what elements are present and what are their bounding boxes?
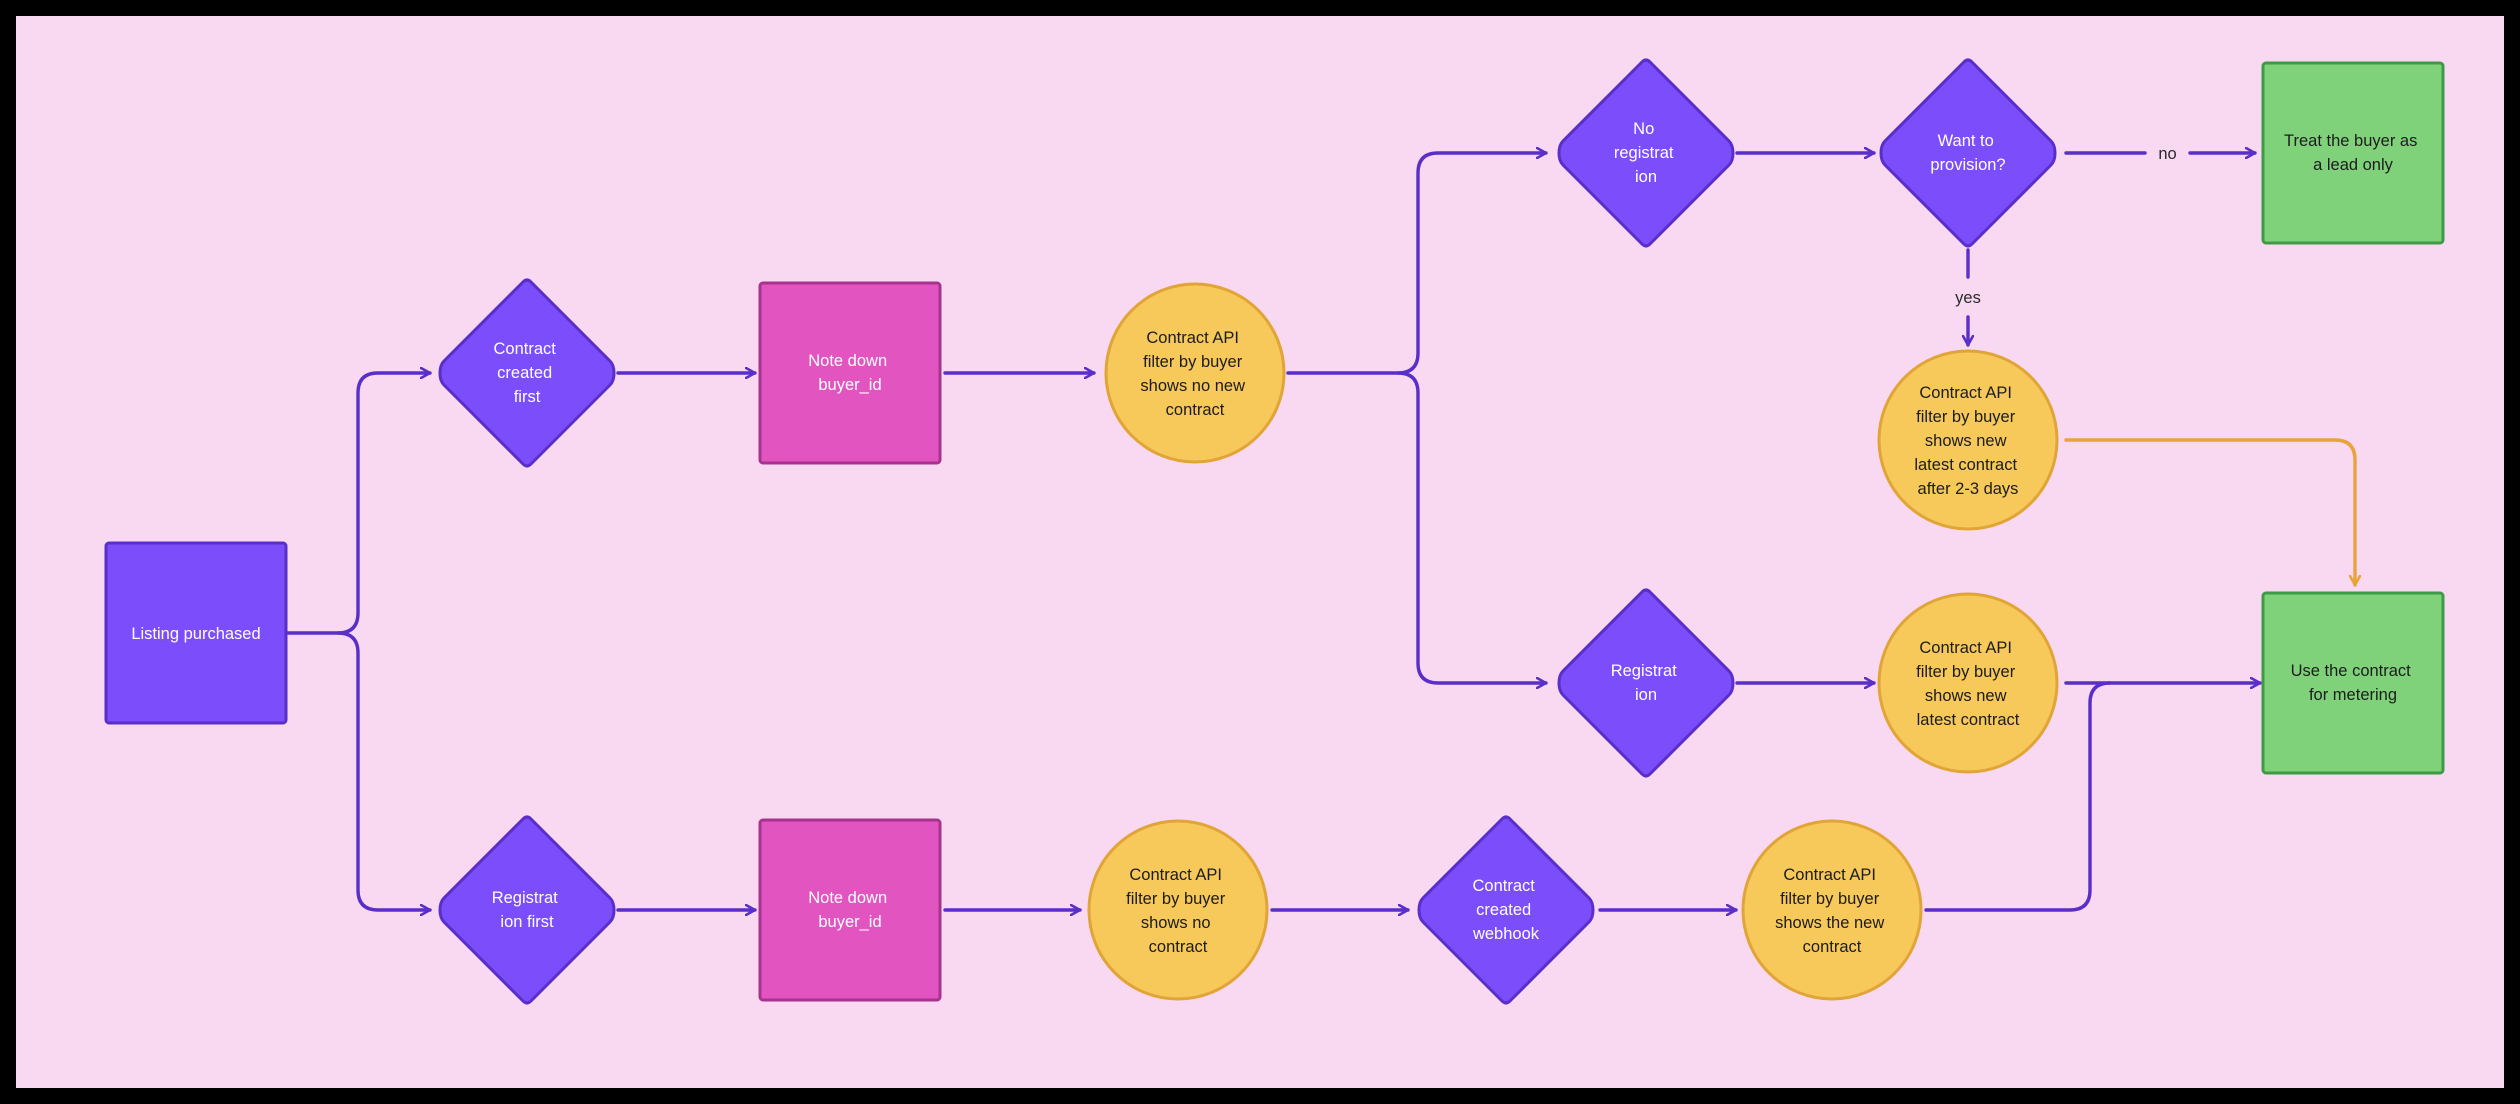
node-contract-api-the-new-contract-label: Contract API filter by buyer shows the n… — [1775, 866, 1889, 956]
edge-contract-api-to-registration — [1396, 371, 1548, 683]
node-contract-api-new-latest: Contract API filter by buyer shows new l… — [1877, 592, 2059, 774]
edge-contract-api-new-to-metering — [1924, 681, 2112, 912]
node-contract-created-webhook-label: Contract created webhook — [1472, 877, 1540, 943]
edge-listing-to-registration-first — [336, 631, 432, 910]
node-note-down-buyer-id-top: Note down buyer_id — [758, 281, 942, 465]
node-contract-api-no-new-contract: Contract API filter by buyer shows no ne… — [1104, 282, 1286, 464]
edge-listing-to-contract-created-first — [286, 373, 432, 635]
node-no-registration-label: No registrat ion — [1614, 120, 1678, 186]
edge-label-yes: yes — [1955, 289, 1981, 307]
node-want-to-provision-label: Want to provision? — [1930, 132, 2005, 174]
node-contract-api-no-contract: Contract API filter by buyer shows no co… — [1087, 819, 1269, 1001]
node-contract-api-new-latest-after-days: Contract API filter by buyer shows new l… — [1877, 349, 2059, 531]
node-no-registration: No registrat ion — [1557, 58, 1735, 248]
node-listing-purchased-label: Listing purchased — [131, 625, 260, 643]
node-note-down-buyer-id-top-label: Note down buyer_id — [808, 352, 891, 394]
node-note-down-buyer-id-bottom-label: Note down buyer_id — [808, 889, 891, 931]
edge-contract-api-to-no-registration — [1286, 153, 1548, 375]
node-contract-api-new-latest-after-days-label: Contract API filter by buyer shows new l… — [1914, 384, 2021, 498]
node-contract-api-new-latest-label: Contract API filter by buyer shows new l… — [1916, 639, 2020, 729]
node-treat-buyer-as-lead-label: Treat the buyer as a lead only — [2284, 132, 2422, 174]
node-registration: Registrat ion — [1557, 588, 1735, 778]
node-contract-api-no-new-contract-label: Contract API filter by buyer shows no ne… — [1140, 329, 1249, 419]
node-registration-label: Registrat ion — [1611, 662, 1682, 704]
node-contract-api-the-new-contract: Contract API filter by buyer shows the n… — [1741, 819, 1923, 1001]
node-contract-api-no-contract-label: Contract API filter by buyer shows no co… — [1126, 866, 1230, 956]
edge-contract-api-days-to-metering — [2064, 438, 2355, 587]
node-want-to-provision: Want to provision? — [1879, 58, 2057, 248]
node-registration-first: Registrat ion first — [438, 815, 616, 1005]
node-note-down-buyer-id-bottom: Note down buyer_id — [758, 818, 942, 1002]
node-treat-buyer-as-lead: Treat the buyer as a lead only — [2261, 61, 2445, 245]
node-use-contract-for-metering-label: Use the contract for metering — [2291, 662, 2416, 704]
node-contract-created-first-label: Contract created first — [494, 340, 561, 406]
node-use-contract-for-metering: Use the contract for metering — [2261, 591, 2445, 775]
node-registration-first-label: Registrat ion first — [492, 889, 563, 931]
node-contract-created-first: Contract created first — [438, 278, 616, 468]
edge-label-no: no — [2158, 145, 2176, 163]
node-listing-purchased: Listing purchased — [104, 541, 288, 725]
node-contract-created-webhook: Contract created webhook — [1417, 815, 1595, 1005]
